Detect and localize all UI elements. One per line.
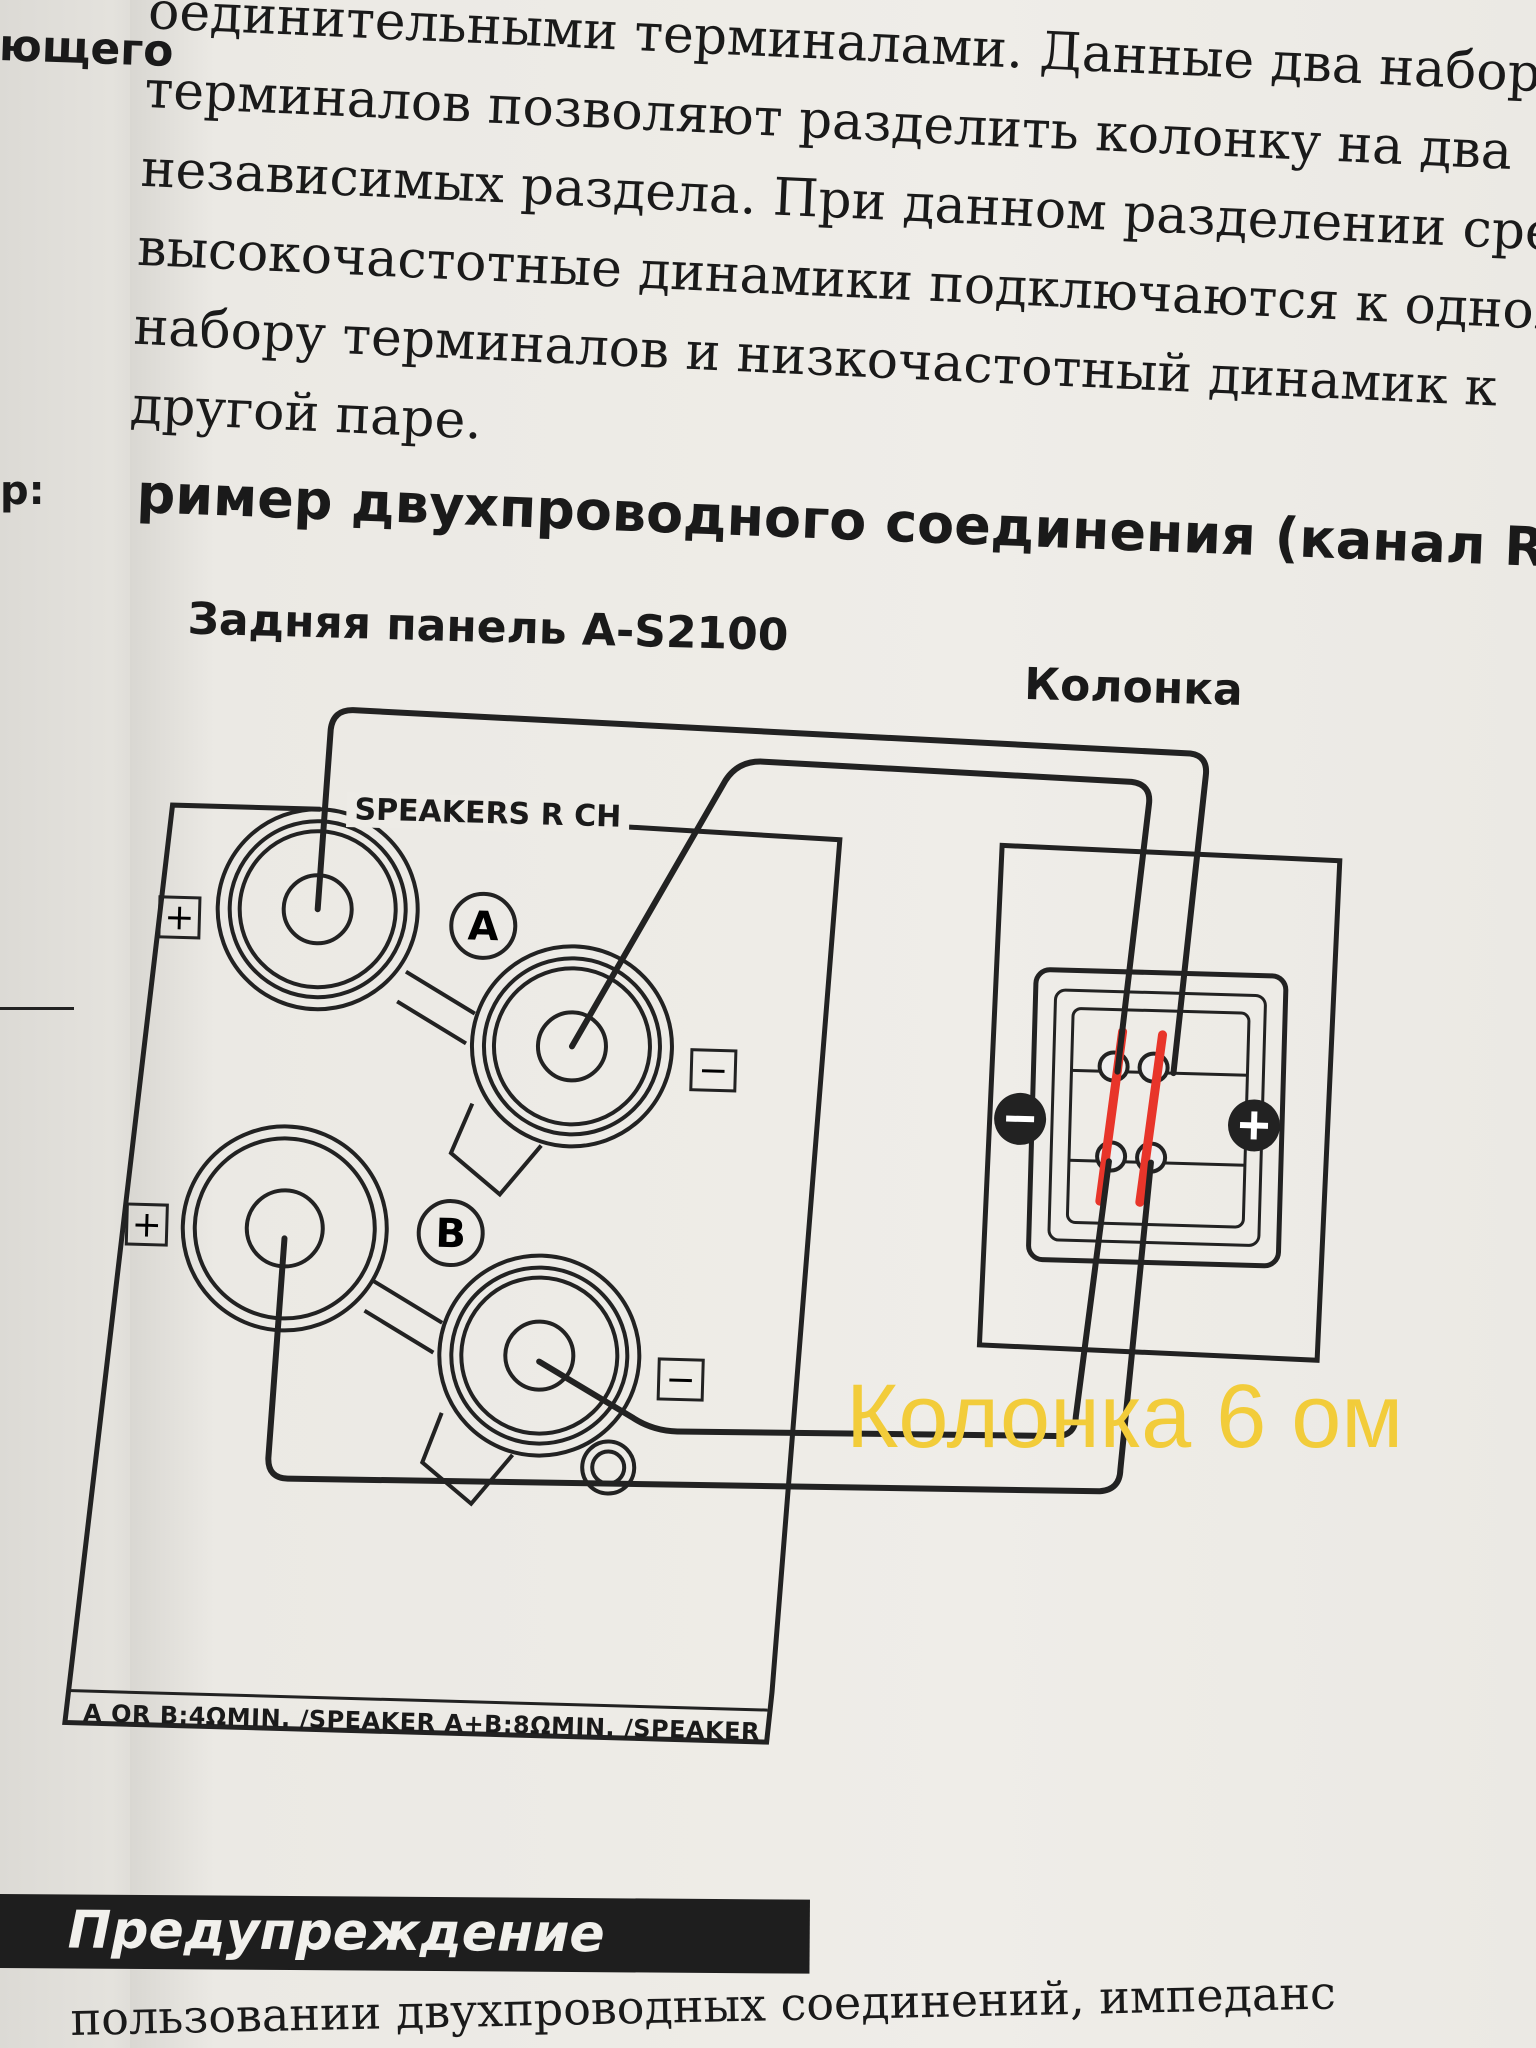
terminal-b-plus — [180, 1124, 389, 1333]
overlay-annotation: Колонка 6 ом — [846, 1367, 1404, 1467]
terminal-a-letter: A — [467, 903, 499, 950]
speaker-label: Колонка — [1023, 658, 1244, 716]
left-page-rule — [0, 1007, 74, 1010]
warning-banner: Предупреждение — [0, 1894, 810, 1974]
terminal-a-plus — [215, 807, 420, 1012]
minus-box-b — [656, 1357, 705, 1402]
amp-panel-outline — [62, 802, 843, 1745]
paragraph: оединительными терминалами. Данные два н… — [128, 0, 1536, 506]
left-page-colon: р: — [0, 468, 45, 514]
speaker-wires — [265, 707, 1210, 1495]
minus-box-a — [689, 1048, 738, 1093]
speaker-cabinet-outline — [976, 842, 1343, 1363]
plus-box-b — [124, 1202, 169, 1247]
terminal-b-minus — [363, 1253, 642, 1507]
plus-sign-b: + — [131, 1204, 162, 1246]
wiring-diagram-svg: A B + − + − — [62, 707, 1343, 1745]
wiring-diagram: A B + − + − Задняя панель A-S2100 Колонк… — [0, 571, 1536, 1813]
terminal-a-minus — [396, 944, 674, 1198]
plus-box-a — [157, 895, 202, 940]
terminal-b-letter: B — [435, 1211, 467, 1258]
minus-sign-b: − — [665, 1359, 696, 1401]
warning-title: Предупреждение — [67, 1900, 605, 1965]
minus-sign-a: − — [698, 1050, 729, 1092]
plus-sign-a: + — [164, 897, 195, 939]
right-page — [130, 0, 1536, 2048]
terminal-a-badge — [449, 891, 518, 960]
terminal-b-badge — [416, 1199, 485, 1268]
